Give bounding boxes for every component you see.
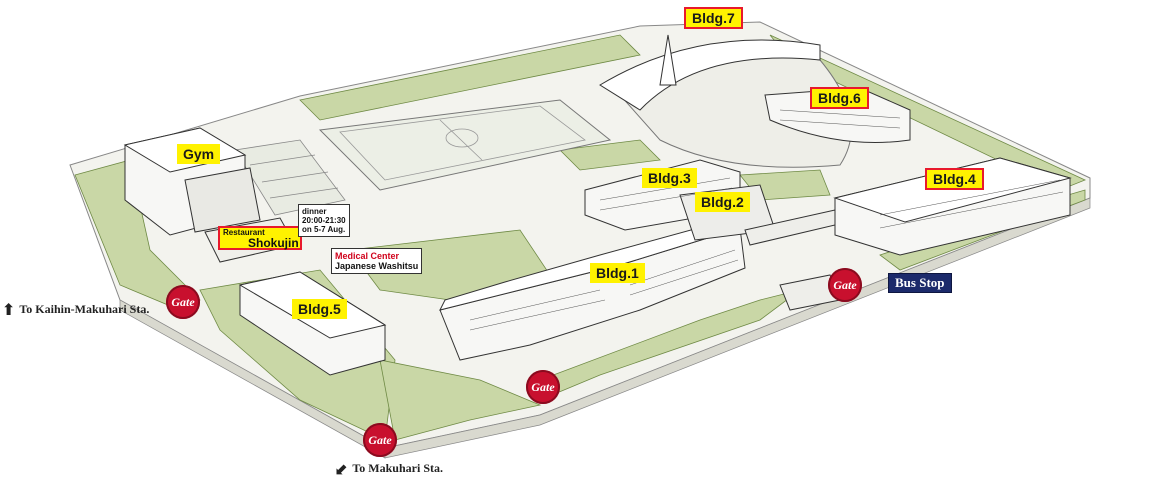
tennis-courts [234, 139, 346, 216]
hours-line-3: on 5-7 Aug. [302, 225, 346, 234]
label-gym: Gym [177, 144, 221, 164]
arrow-down-left-icon: ⬋ [335, 458, 349, 478]
medical-center-note: Medical Center Japanese Washitsu [331, 248, 423, 274]
gate-southwest: Gate [363, 423, 397, 457]
makuhari-label: To Makuhari Sta. [352, 461, 443, 475]
label-bldg3: Bldg.3 [642, 168, 697, 188]
direction-kaihin-makuhari: ⬆ To Kaihin-Makuhari Sta. [2, 299, 150, 319]
arrow-up-icon: ⬆ [2, 299, 16, 319]
label-bldg4: Bldg.4 [925, 168, 984, 190]
restaurant-caption: Restaurant [223, 228, 265, 237]
window-patterns [469, 109, 1064, 331]
sports-field [318, 99, 612, 191]
tree-belts [74, 34, 1087, 441]
gate-west: Gate [166, 285, 200, 319]
hours-line-2: 20:00-21:30 [302, 216, 346, 225]
restaurant-name: Shokujin [248, 236, 299, 250]
kaihin-makuhari-label: To Kaihin-Makuhari Sta. [19, 302, 150, 316]
label-bldg1: Bldg.1 [590, 263, 645, 283]
bus-stop-label: Bus Stop [888, 273, 952, 293]
label-bldg6: Bldg.6 [810, 87, 869, 109]
medical-center-title: Medical Center [335, 251, 400, 261]
label-restaurant: Restaurant Shokujin [218, 226, 302, 250]
gate-east: Gate [828, 268, 862, 302]
hours-line-1: dinner [302, 207, 327, 216]
label-bldg2: Bldg.2 [695, 192, 750, 212]
restaurant-hours-note: dinner 20:00-21:30 on 5-7 Aug. [298, 204, 350, 237]
gate-south: Gate [526, 370, 560, 404]
direction-makuhari: ⬋ To Makuhari Sta. [335, 458, 443, 478]
label-bldg7: Bldg.7 [684, 7, 743, 29]
label-bldg5: Bldg.5 [292, 299, 347, 319]
medical-center-subtitle: Japanese Washitsu [335, 261, 419, 271]
